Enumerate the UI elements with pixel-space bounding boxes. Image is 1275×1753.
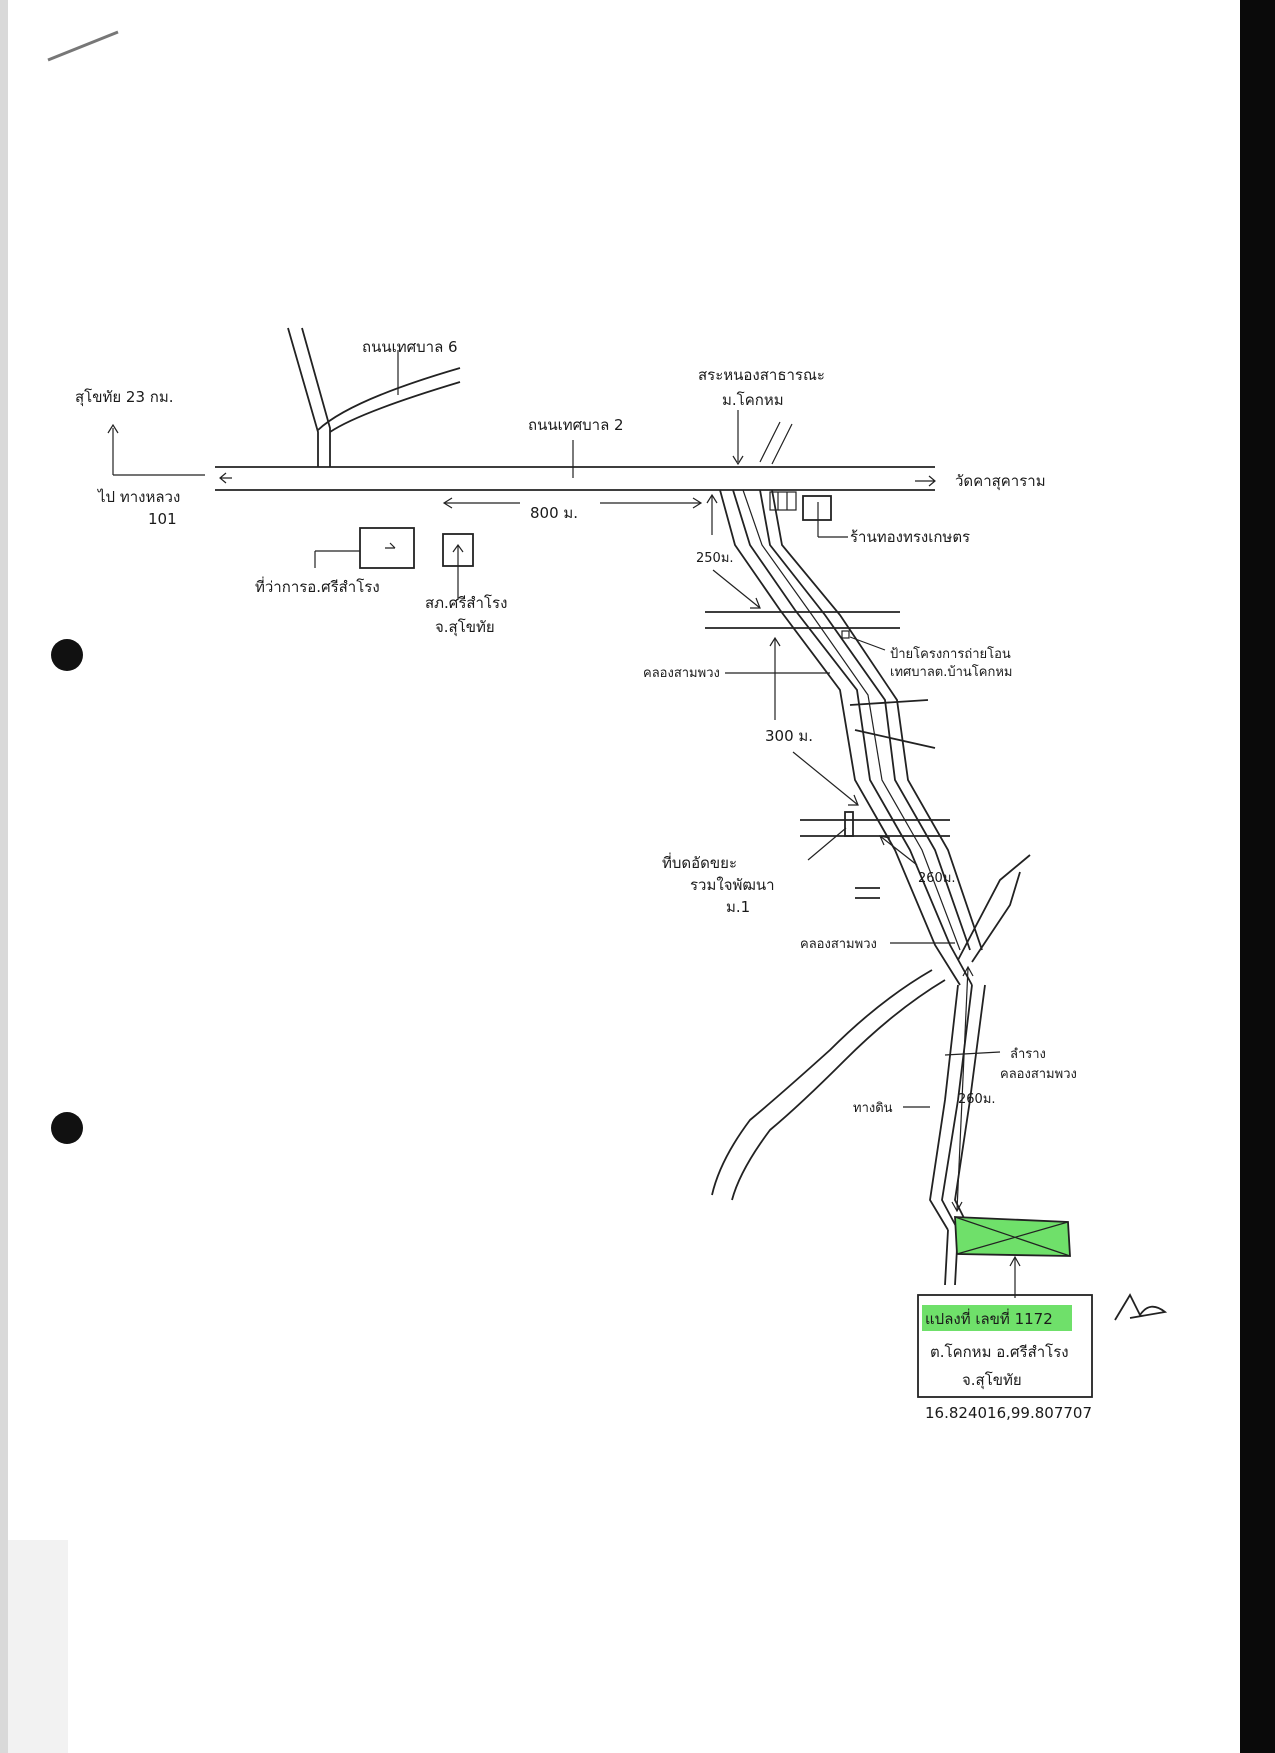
village-sign: [841, 630, 850, 639]
label-village-1: ป้ายโครงการถ่ายโอน: [890, 646, 1011, 662]
village-pointer: [849, 636, 886, 651]
label-to-sukhothai: สุโขทัย 23 กม.: [75, 388, 174, 407]
land-parcel: [954, 1216, 1071, 1298]
label-canal-3b: คลองสามพวง: [1000, 1067, 1077, 1082]
cross-roads: [705, 611, 950, 899]
dimension-260-top: [878, 835, 918, 866]
punch-hole-bottom: [51, 1112, 83, 1144]
dimension-300: [769, 636, 859, 806]
dimension-800: [442, 497, 703, 509]
canal-road: [711, 489, 1031, 1286]
scan-edge-right: [1240, 0, 1275, 1753]
label-canal-2: คลองสามพวง: [800, 937, 877, 952]
district-office-box: [314, 527, 415, 569]
dimension-260: [951, 965, 974, 1213]
parcel-title: แปลงที่ เลขที่ 1172: [925, 1308, 1053, 1328]
label-dist-300: 300 ม.: [765, 727, 813, 745]
label-highway-no: 101: [148, 510, 177, 528]
label-dist-800: 800 ม.: [530, 504, 578, 522]
label-dist-260-top: 260ม.: [918, 871, 956, 886]
label-police-2: จ.สุโขทัย: [435, 618, 495, 637]
hand-drawn-map: สุโขทัย 23 กม. ไป ทางหลวง 101 ถนนเทศบาล …: [47, 30, 1168, 1422]
dimension-250: [706, 493, 761, 609]
scan-edge-left: [0, 0, 8, 1753]
parcel-info-box: [917, 1294, 1093, 1398]
road-6: [287, 327, 461, 467]
label-dist-250: 250ม.: [696, 551, 734, 566]
staple-mark: [47, 30, 119, 62]
label-dist-260: 260ม.: [958, 1092, 996, 1107]
label-pond-top: สระหนองสาธารณะ: [698, 366, 825, 384]
punch-hole-top: [51, 639, 83, 671]
label-canal-3a: ลำราง: [1010, 1047, 1046, 1062]
parcel-title-highlight: [922, 1305, 1072, 1331]
paper-fold: [8, 1540, 68, 1753]
parcel-line-2: ต.โคกหม อ.ศรีสำโรง: [930, 1343, 1069, 1361]
label-pond-bottom: ม.โคกหม: [722, 391, 784, 409]
pond-marker: [732, 410, 793, 466]
canal-3-pointer: [944, 1051, 1001, 1056]
highway-arrow: [107, 423, 205, 476]
main-road: [215, 466, 936, 491]
shop-box: [769, 491, 848, 538]
label-road-6: ถนนเทศบาล 6: [362, 338, 458, 356]
label-shop: ร้านทองทรงเกษตร: [850, 528, 970, 546]
label-bridge-2: รวมใจพัฒนา: [690, 876, 775, 894]
parcel-line-3: จ.สุโขทัย: [962, 1371, 1022, 1390]
label-bridge-3: ม.1: [726, 898, 750, 916]
parcel-coordinates: 16.824016,99.807707: [925, 1404, 1092, 1422]
label-village-2: เทศบาลต.บ้านโคกหม: [890, 664, 1012, 680]
label-police-1: สภ.ศรีสำโรง: [425, 594, 507, 612]
label-road-2: ถนนเทศบาล 2: [528, 416, 624, 434]
label-to-highway: ไป ทางหลวง: [97, 488, 180, 506]
signature: [1114, 1293, 1168, 1321]
police-box: [442, 533, 474, 600]
label-canal-1: คลองสามพวง: [643, 666, 720, 681]
label-district-office: ที่ว่าการอ.ศรีสำโรง: [255, 576, 380, 596]
label-bridge-1: ที่บดอัดขยะ: [662, 852, 737, 872]
label-road-dirt: ทางดิน: [853, 1101, 893, 1116]
bridge-pointer: [807, 827, 847, 861]
label-temple: วัดคาสุคาราม: [955, 472, 1046, 491]
